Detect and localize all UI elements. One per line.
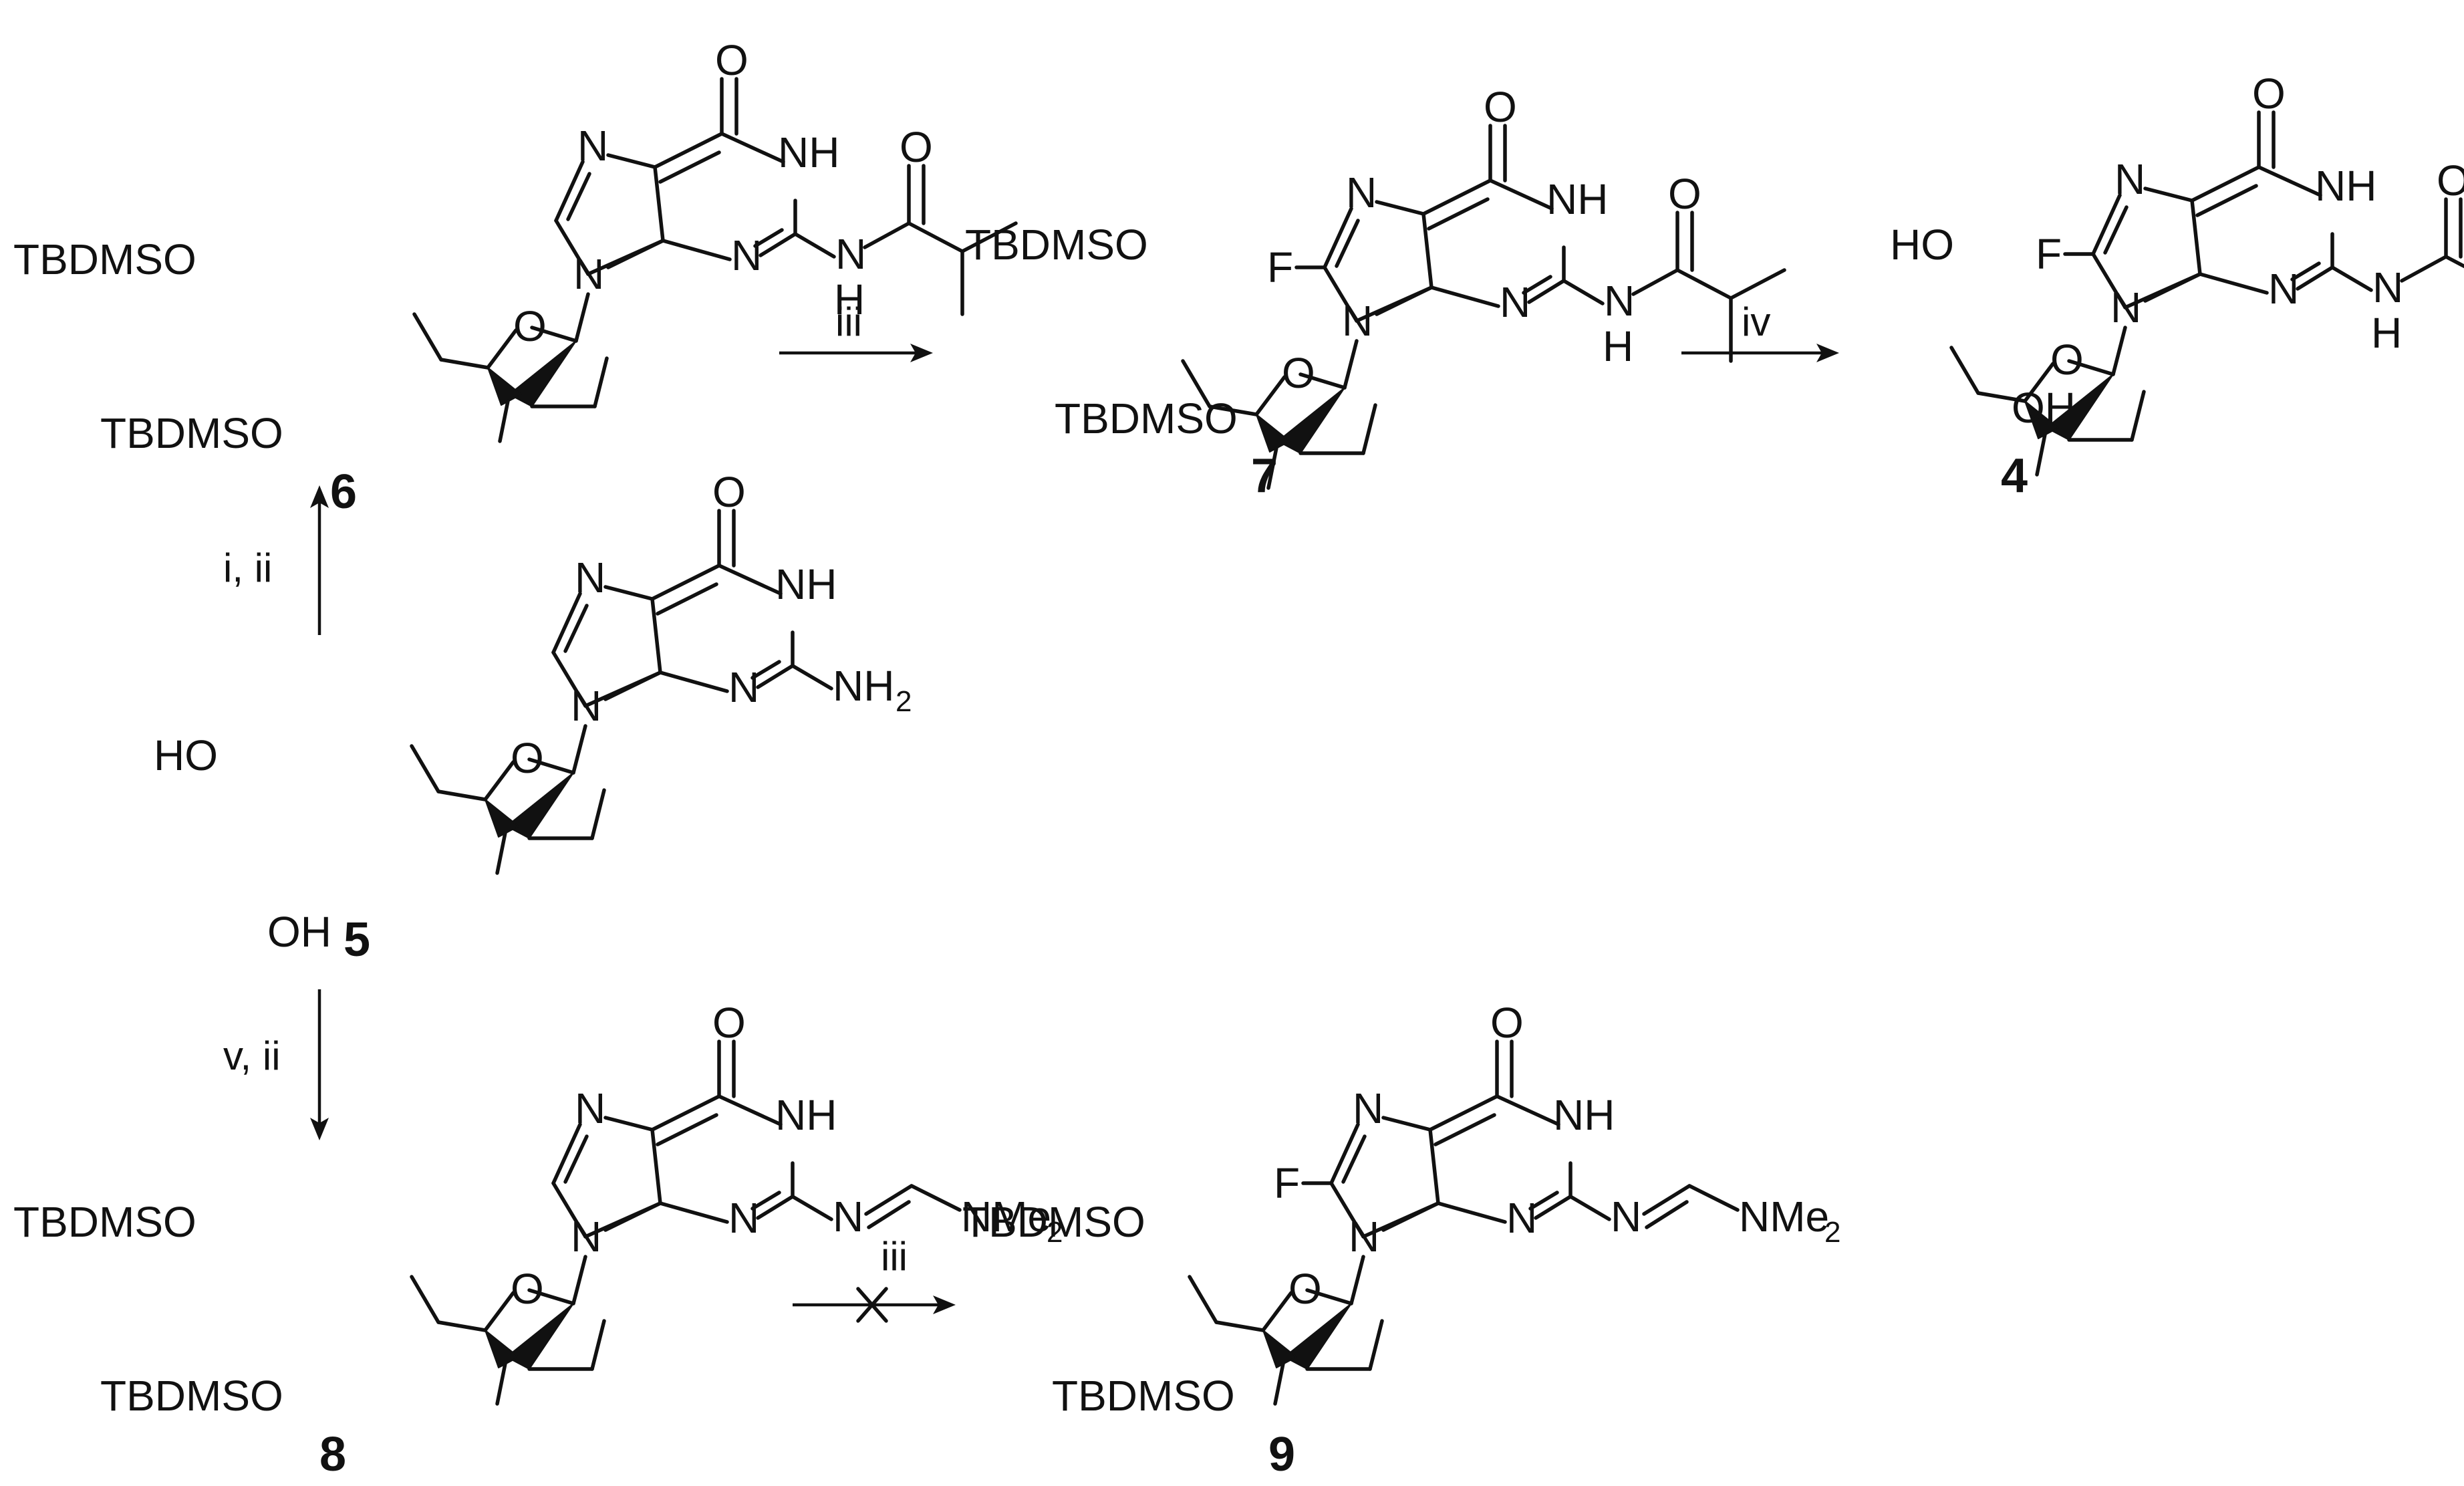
atom-N7: N <box>1353 1084 1383 1132</box>
atom-NMe2-subscript: 2 <box>1824 1216 1840 1249</box>
condition-7-to-4: iv <box>1742 299 1770 344</box>
atom-O6: O <box>1484 83 1517 131</box>
atom-amide-O: O <box>900 123 933 171</box>
atom-N9: N <box>1349 1213 1379 1261</box>
atom-amide-N: N <box>2372 263 2403 312</box>
atom-amide-O: O <box>1668 170 1701 218</box>
atom-F: F <box>2036 230 2062 278</box>
atom-O6: O <box>1490 999 1524 1047</box>
atom-amide-H: H <box>1603 322 1633 370</box>
compound-5-structure: N N N NH O NH 2 HO OH <box>154 468 912 956</box>
atom-N1H: NH <box>1553 1091 1615 1139</box>
compound-8-structure: N N N NH O N NMe 2 TBDMSO TBDMSO <box>13 999 1063 1420</box>
atom-N3: N <box>2268 265 2299 313</box>
atom-N1H: NH <box>775 560 837 608</box>
atom-N1H: NH <box>778 128 839 176</box>
atom-5-TBDMSO: TBDMSO <box>962 1198 1145 1246</box>
atom-N9: N <box>1342 297 1373 345</box>
atom-5-TBDMSO: TBDMSO <box>13 235 196 283</box>
atom-amide-H: H <box>834 275 865 324</box>
atom-NH2-subscript: 2 <box>896 685 912 718</box>
atom-N3: N <box>728 663 759 711</box>
atom-5-OH: HO <box>154 731 218 779</box>
atom-NMe2-subscript: 2 <box>1047 1216 1063 1249</box>
compound-label-6: 6 <box>330 465 357 519</box>
atom-O6: O <box>715 36 748 84</box>
atom-N9: N <box>571 682 601 730</box>
atom-F: F <box>1274 1159 1300 1207</box>
atom-N7: N <box>1346 168 1377 217</box>
atom-N9: N <box>2110 283 2141 332</box>
atom-imine-N: N <box>1611 1193 1641 1241</box>
atom-3-TBDMSO: TBDMSO <box>100 409 283 457</box>
atom-O6: O <box>712 468 746 516</box>
atom-3-TBDMSO: TBDMSO <box>1052 1372 1235 1420</box>
atom-N1H: NH <box>1546 175 1608 223</box>
atom-3-OH: OH <box>2012 384 2076 432</box>
atom-N9: N <box>573 250 604 298</box>
atom-F: F <box>1267 243 1293 291</box>
condition-8-to-9: iii <box>881 1234 908 1279</box>
atom-N3: N <box>728 1194 759 1242</box>
atom-amide-N: N <box>835 230 866 278</box>
condition-6-to-7: iii <box>835 299 862 344</box>
arrow-7-to-4: iv <box>1681 299 1839 362</box>
atom-NMe2: NMe <box>1739 1193 1829 1241</box>
atom-N1H: NH <box>775 1091 837 1139</box>
atom-amide-N: N <box>1604 277 1635 325</box>
atom-5-TBDMSO: TBDMSO <box>965 221 1148 269</box>
atom-N3: N <box>1500 278 1530 326</box>
atom-N7: N <box>2114 155 2145 203</box>
atom-N3: N <box>1506 1194 1537 1242</box>
compound-label-5: 5 <box>344 913 370 967</box>
atom-O6: O <box>712 999 746 1047</box>
atom-N7: N <box>577 122 608 170</box>
compound-label-7: 7 <box>1251 449 1278 503</box>
arrow-5-to-6: i, ii <box>223 485 329 635</box>
atom-3-TBDMSO: TBDMSO <box>1055 394 1238 443</box>
atom-N7: N <box>575 553 605 602</box>
atom-N1H: NH <box>2315 162 2376 210</box>
atom-N9: N <box>571 1213 601 1261</box>
atom-N3: N <box>731 231 762 279</box>
atom-3-OH: OH <box>267 908 331 956</box>
atom-amide-H: H <box>2371 309 2402 357</box>
atom-imine-N: N <box>833 1193 863 1241</box>
compound-label-8: 8 <box>319 1428 346 1481</box>
atom-O6: O <box>2252 70 2286 118</box>
atom-5-OH: HO <box>1890 221 1954 269</box>
atom-5-TBDMSO: TBDMSO <box>13 1198 196 1246</box>
compound-4-structure: N N N NH O F N H O HO OH <box>1890 70 2464 475</box>
condition-5-to-6: i, ii <box>223 545 272 590</box>
atom-3-TBDMSO: TBDMSO <box>100 1372 283 1420</box>
arrow-5-to-8: v, ii <box>223 989 329 1140</box>
condition-5-to-8: v, ii <box>223 1033 281 1078</box>
atom-NMe2: NMe <box>961 1193 1051 1241</box>
compound-7-structure: N N N NH O F N H O TBDMSO TBDMSO <box>965 83 1786 488</box>
atom-NH2: NH <box>833 662 894 710</box>
atom-N7: N <box>575 1084 605 1132</box>
arrow-8-to-9-failed: iii <box>793 1234 956 1323</box>
arrow-6-to-7: iii <box>779 299 933 362</box>
compound-9-structure: N N N NH O F N NMe 2 TBDMSO TBDMSO <box>962 999 1840 1420</box>
compound-6-structure: N N N NH O N H O TBDMSO TBDMSO <box>13 36 1018 457</box>
atom-amide-O: O <box>2437 156 2464 205</box>
compound-label-4: 4 <box>2001 449 2028 503</box>
compound-label-9: 9 <box>1268 1428 1295 1481</box>
